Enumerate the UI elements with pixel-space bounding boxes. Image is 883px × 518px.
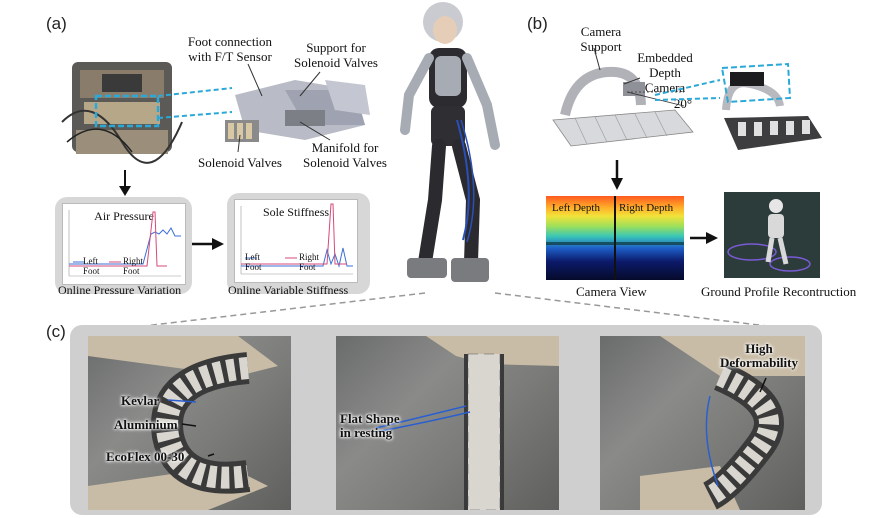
- stiffness-legend-left: Left Foot: [245, 252, 262, 272]
- camera-view-image: Left Depth Right Depth: [546, 196, 684, 280]
- panel-label-b: (b): [527, 14, 548, 34]
- pressure-legend-left-1: Left: [83, 256, 100, 266]
- foot-mechanism-render: [62, 52, 182, 167]
- label-angle: 20°: [672, 96, 694, 111]
- pressure-caption: Online Pressure Variation: [58, 283, 181, 298]
- label-flat-shape-line2: in resting: [340, 426, 400, 440]
- ground-profile-image: [724, 192, 820, 278]
- camera-foot-zoom-drawing: [718, 58, 828, 158]
- stiffness-plot: Sole Stiffness Left Foot Right Foot: [234, 199, 358, 283]
- photo-bent-sole: Kevlar Aluminium EcoFlex 00-30: [88, 336, 291, 510]
- stiffness-legend-right-2: Foot: [299, 262, 319, 272]
- label-embedded-line3: Camera: [630, 80, 700, 95]
- humanoid-robot-render: [385, 0, 525, 300]
- camera-view-caption: Camera View: [576, 284, 647, 300]
- leader-lines-photo1: [88, 336, 291, 510]
- photo-deformed-sole: High Deformability: [600, 336, 805, 510]
- label-high-deform-line1: High: [720, 342, 798, 356]
- foot-mechanism-drawing: [62, 52, 182, 167]
- label-support-line2: Solenoid Valves: [286, 55, 386, 70]
- label-embedded-line2: Depth: [630, 65, 700, 80]
- label-high-deform-line2: Deformability: [720, 356, 798, 370]
- camera-foot-zoom-render: [718, 58, 828, 158]
- panel-label-a: (a): [46, 14, 67, 34]
- ground-profile-drawing: [724, 192, 820, 278]
- label-embedded-line1: Embedded: [630, 50, 700, 65]
- label-manifold-line2: Solenoid Valves: [298, 155, 392, 170]
- label-camera-support: Camera Support: [566, 24, 636, 54]
- humanoid-robot-drawing: [385, 0, 525, 300]
- label-camera-support-line1: Camera: [566, 24, 636, 39]
- pressure-legend-left: Left Foot: [83, 256, 100, 276]
- label-support-line1: Support for: [286, 40, 386, 55]
- label-support-solenoid: Support for Solenoid Valves: [286, 40, 386, 70]
- pressure-legend-left-2: Foot: [83, 266, 100, 276]
- label-foot-connection-line1: Foot connection: [175, 34, 285, 49]
- stiffness-legend-left-2: Foot: [245, 262, 262, 272]
- pressure-plot: Air Pressure Left Foot Right Foot: [62, 203, 186, 285]
- pressure-legend-right: Right Foot: [123, 256, 143, 276]
- stiffness-caption: Online Variable Stiffness: [228, 283, 348, 298]
- pressure-legend-right-1: Right: [123, 256, 143, 266]
- label-camera-support-line2: Support: [566, 39, 636, 54]
- stiffness-legend-left-1: Left: [245, 252, 262, 262]
- stiffness-legend-right-1: Right: [299, 252, 319, 262]
- ground-band: [546, 242, 684, 245]
- label-manifold-line1: Manifold for: [298, 140, 392, 155]
- panel-label-c: (c): [46, 322, 66, 342]
- label-flat-shape: Flat Shape in resting: [340, 412, 400, 440]
- label-high-deform: High Deformability: [720, 342, 798, 370]
- label-solenoid-valves: Solenoid Valves: [192, 155, 288, 170]
- label-foot-connection: Foot connection with F/T Sensor: [175, 34, 285, 64]
- stiffness-legend-right: Right Foot: [299, 252, 319, 272]
- label-manifold: Manifold for Solenoid Valves: [298, 140, 392, 170]
- label-flat-shape-line1: Flat Shape: [340, 412, 400, 426]
- label-right-depth: Right Depth: [619, 202, 673, 214]
- label-left-depth: Left Depth: [552, 202, 600, 214]
- label-embedded-camera: Embedded Depth Camera: [630, 50, 700, 95]
- pressure-legend-right-2: Foot: [123, 266, 143, 276]
- depth-divider: [614, 196, 616, 280]
- ground-profile-caption: Ground Profile Recontruction: [701, 284, 856, 300]
- photo-flat-sole: Flat Shape in resting: [336, 336, 559, 510]
- label-foot-connection-line2: with F/T Sensor: [175, 49, 285, 64]
